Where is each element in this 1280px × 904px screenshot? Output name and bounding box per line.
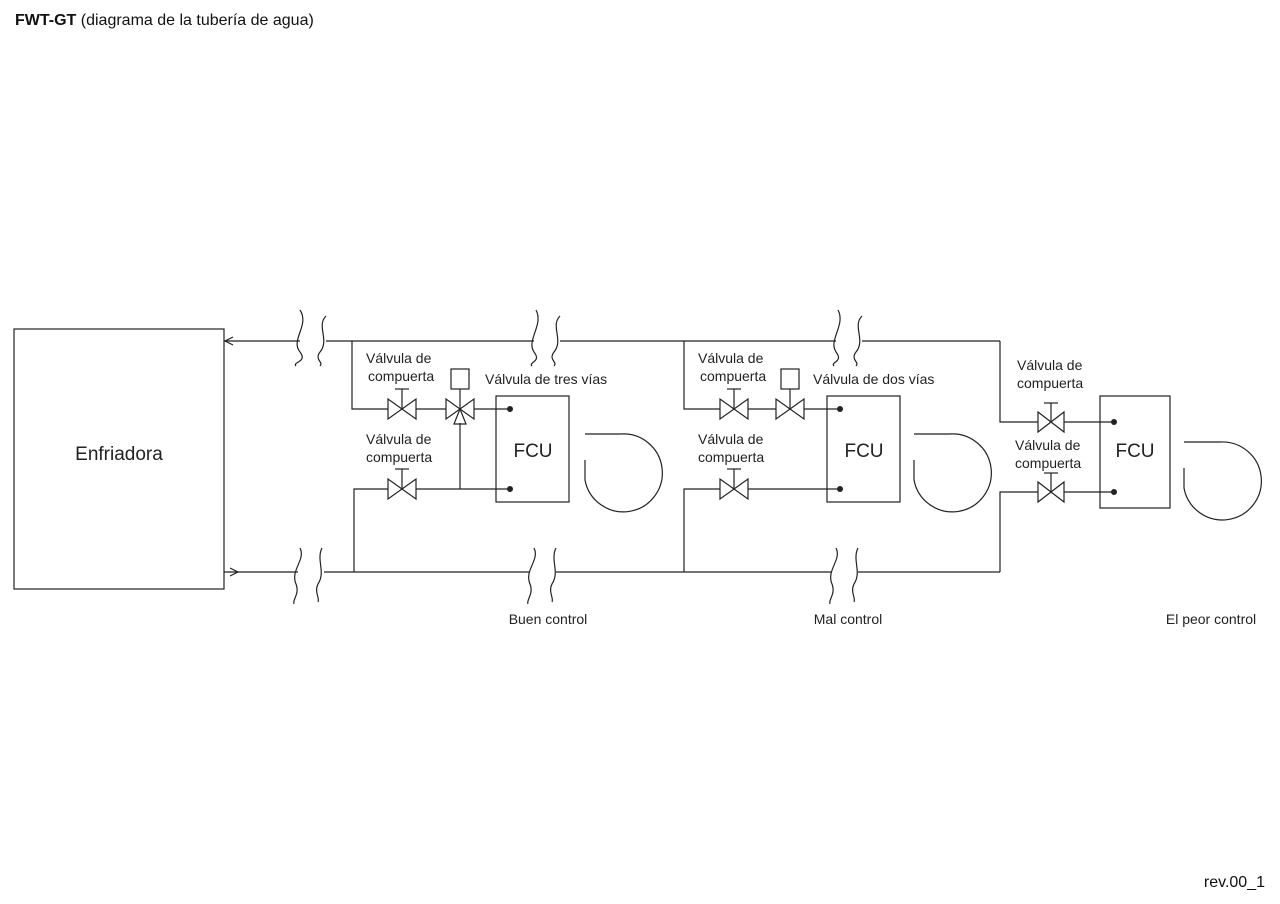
two-way-valve-icon bbox=[775, 368, 805, 421]
two-way-valve-label: Válvula de dos vías bbox=[813, 371, 934, 387]
unit2-return-branch bbox=[683, 488, 720, 572]
svg-text:compuerta: compuerta bbox=[700, 368, 766, 384]
diagram-code: FWT-GT bbox=[15, 12, 77, 29]
gate-valve-label-6: Válvula de bbox=[1015, 437, 1081, 453]
svg-text:compuerta: compuerta bbox=[368, 368, 434, 384]
gate-valve-icon bbox=[1037, 402, 1065, 434]
unit-bad-control: Válvula de compuerta Válvula de compuert… bbox=[683, 341, 992, 572]
unit1-return-branch bbox=[353, 488, 388, 572]
diagram-subtitle: (diagrama de la tubería de agua) bbox=[80, 12, 314, 29]
svg-text:compuerta: compuerta bbox=[698, 449, 764, 465]
gate-valve-label-5: Válvula de bbox=[1017, 357, 1083, 373]
svg-text:compuerta: compuerta bbox=[366, 449, 432, 465]
pipe-break-upper-3 bbox=[832, 309, 863, 367]
pipe-break-lower-1 bbox=[293, 547, 324, 605]
gate-valve-label-3: Válvula de bbox=[698, 350, 764, 366]
three-way-valve-icon bbox=[445, 368, 475, 425]
gate-valve-icon bbox=[387, 468, 417, 501]
unit3-supply-branch bbox=[999, 341, 1038, 423]
svg-text:compuerta: compuerta bbox=[1017, 375, 1083, 391]
gate-valve-icon bbox=[719, 388, 749, 421]
fcu-box bbox=[826, 395, 901, 503]
fan-icon bbox=[913, 433, 992, 513]
fcu-label: FCU bbox=[513, 441, 552, 462]
pipe-break-lower-2 bbox=[527, 547, 557, 605]
upper-arrow-icon bbox=[223, 336, 234, 346]
unit-good-control: Válvula de compuerta Válvula de compuert… bbox=[351, 341, 663, 572]
fan-icon bbox=[1183, 441, 1262, 521]
gate-valve-icon bbox=[719, 468, 749, 501]
fcu-label: FCU bbox=[1115, 441, 1154, 462]
fan-icon bbox=[584, 433, 663, 513]
pipe-break-lower-3 bbox=[829, 547, 859, 605]
caption-good-control: Buen control bbox=[509, 611, 588, 627]
caption-bad-control: Mal control bbox=[814, 611, 882, 627]
pipe-break-upper-2 bbox=[530, 309, 561, 367]
caption-worst-control: El peor control bbox=[1166, 611, 1256, 627]
unit1-supply-branch bbox=[351, 341, 388, 410]
fcu-label: FCU bbox=[844, 441, 883, 462]
three-way-valve-label: Válvula de tres vías bbox=[485, 371, 607, 387]
gate-valve-label-2: Válvula de bbox=[366, 431, 432, 447]
page-title: FWT-GT (diagrama de la tubería de agua) bbox=[15, 12, 314, 30]
gate-valve-label-1: Válvula de bbox=[366, 350, 432, 366]
gate-valve-icon bbox=[1037, 472, 1065, 504]
svg-text:compuerta: compuerta bbox=[1015, 455, 1081, 471]
fcu-box bbox=[1099, 395, 1171, 509]
lower-arrow-icon bbox=[229, 567, 240, 577]
pipe-break-upper-1 bbox=[294, 309, 327, 367]
chiller-box bbox=[13, 328, 225, 590]
fcu-box bbox=[495, 395, 570, 503]
unit2-supply-branch bbox=[683, 341, 720, 410]
revision-label: rev.00_1 bbox=[1203, 874, 1265, 891]
chiller-label: Enfriadora bbox=[75, 444, 163, 465]
gate-valve-icon bbox=[387, 388, 417, 421]
gate-valve-label-4: Válvula de bbox=[698, 431, 764, 447]
unit3-return-branch bbox=[999, 491, 1038, 572]
unit-worst-control: Válvula de compuerta Válvula de compuert… bbox=[999, 341, 1262, 572]
